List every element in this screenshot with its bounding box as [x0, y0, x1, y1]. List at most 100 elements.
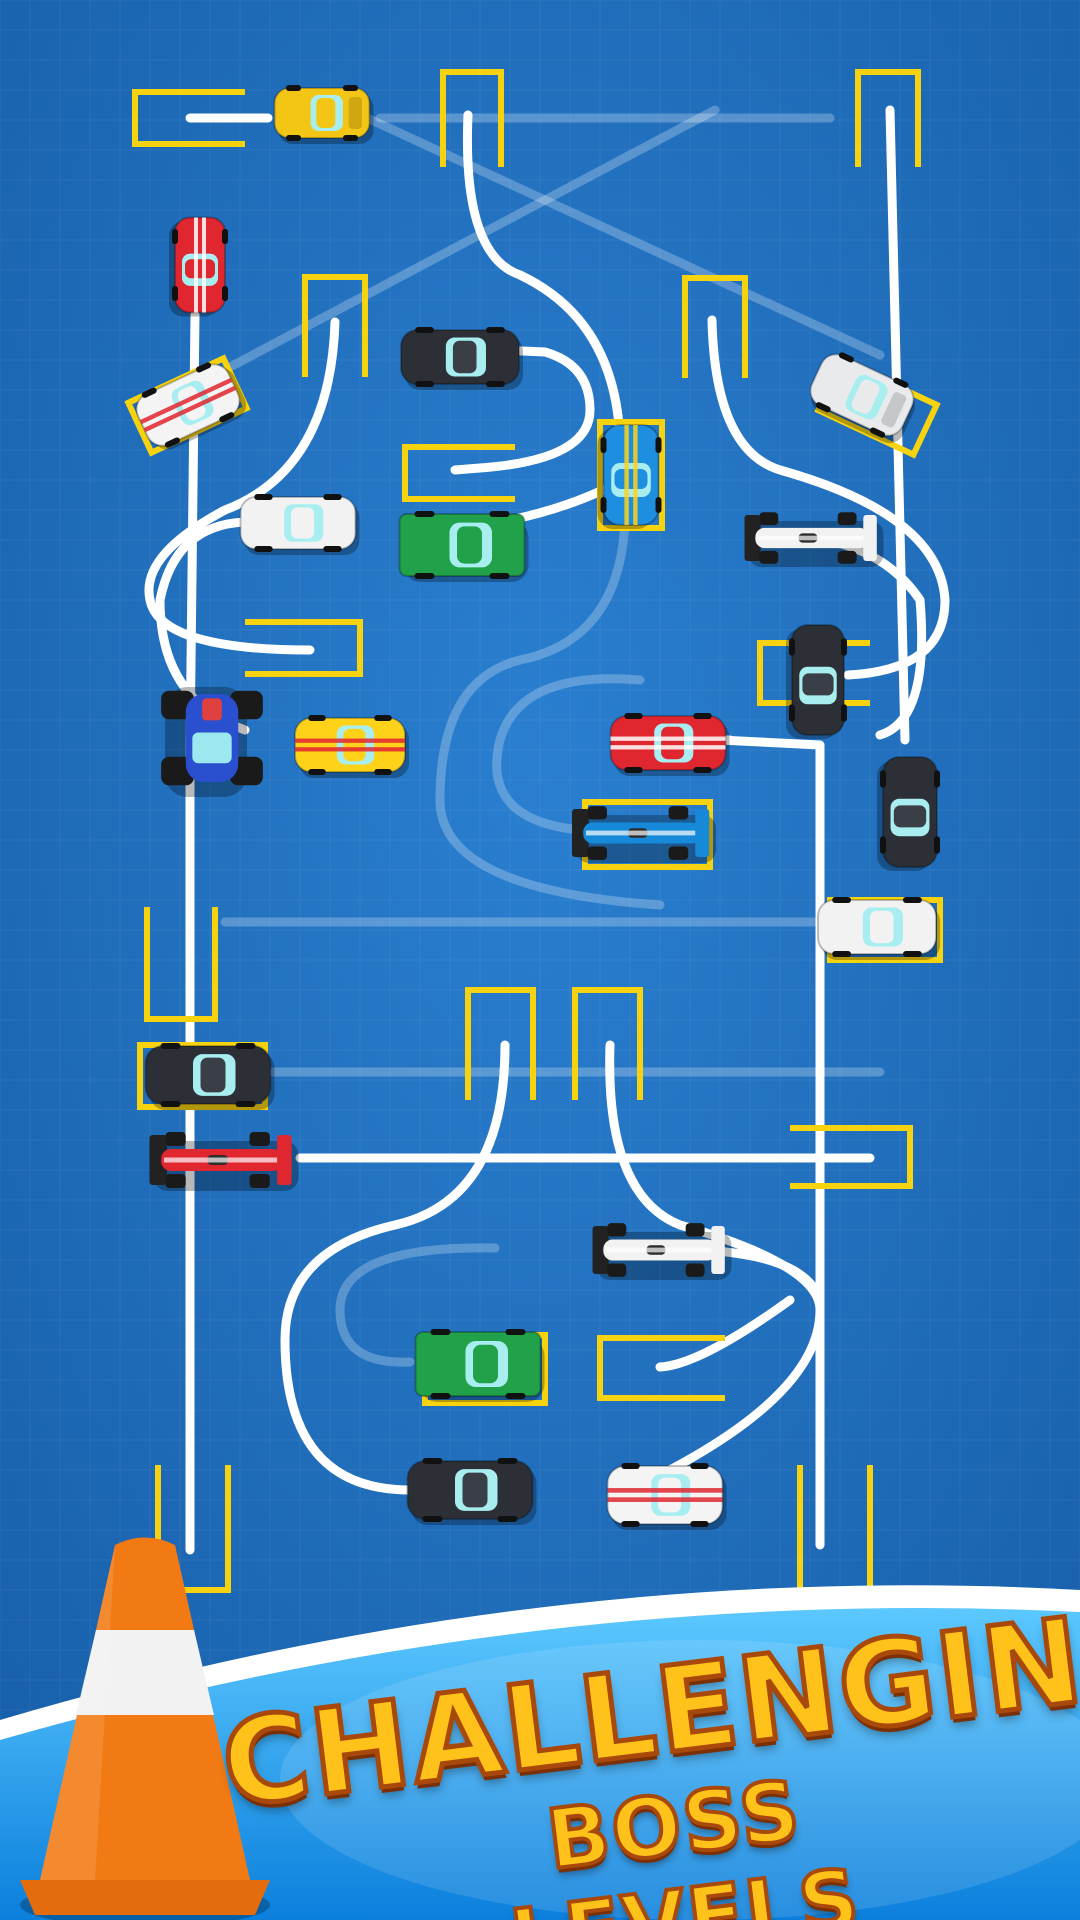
hood [881, 392, 907, 428]
stripe [610, 745, 726, 750]
wheel [600, 497, 607, 513]
path [144, 317, 340, 655]
wheel [759, 550, 779, 564]
path [280, 1040, 510, 1495]
car-sports-white[interactable] [606, 1463, 727, 1530]
wheel [789, 704, 795, 722]
wheel [415, 381, 435, 387]
wheel [430, 1393, 451, 1399]
wheel [832, 897, 852, 903]
car-rally-blue[interactable] [597, 424, 662, 529]
wheel [668, 806, 689, 820]
wheel [902, 897, 922, 903]
wheel [685, 1223, 705, 1237]
hood [348, 97, 362, 129]
wheel [430, 1329, 451, 1335]
car-sedan-white-2[interactable] [817, 897, 940, 960]
stripe [202, 217, 206, 313]
wheel [685, 1263, 705, 1277]
front-wing [711, 1226, 725, 1274]
car-sedan-black-5[interactable] [406, 1458, 537, 1525]
roof [893, 805, 927, 828]
car-sedan-black-2[interactable] [786, 624, 847, 739]
car-sedan-black-3[interactable] [877, 756, 940, 871]
wheel [624, 713, 643, 719]
wheel [815, 402, 831, 413]
wheel [693, 713, 712, 719]
wheel [161, 756, 194, 786]
stripe [633, 425, 638, 525]
roof [462, 1472, 488, 1508]
faint-path [492, 674, 645, 835]
wheel [587, 806, 607, 820]
car-jeep-green-1[interactable] [398, 511, 529, 582]
wheel [308, 715, 326, 721]
wheel [655, 437, 662, 453]
stripe [194, 217, 198, 313]
wheel [832, 951, 852, 957]
wheel [414, 511, 435, 517]
faint-path [345, 105, 885, 360]
parking-slot [245, 619, 363, 677]
wheel [621, 1463, 640, 1469]
roof [343, 728, 366, 762]
wheel [230, 756, 263, 786]
parking-slot [790, 1125, 913, 1189]
wheel [219, 412, 235, 423]
cone-stripe [76, 1630, 214, 1715]
wheel [841, 704, 847, 722]
banner-sky [0, 1607, 1080, 1920]
rear-wing [572, 809, 589, 857]
wheel [222, 285, 228, 302]
car-sedan-black-4[interactable] [144, 1043, 275, 1110]
wheel [837, 550, 857, 564]
stripe [295, 747, 405, 752]
car-monster-truck[interactable] [161, 687, 263, 797]
wheel [422, 1516, 443, 1522]
roof [452, 340, 477, 374]
banner-glow [280, 1640, 1080, 1920]
wheel [222, 228, 228, 245]
wheel [690, 1463, 709, 1469]
car-rally-white-left[interactable] [130, 355, 251, 457]
car-muscle-red-left[interactable] [169, 216, 228, 317]
car-f1-blue[interactable] [572, 806, 716, 863]
roof [200, 1057, 226, 1093]
stripe [624, 425, 629, 525]
car-sedan-black-1[interactable] [400, 327, 523, 390]
wheel [141, 387, 157, 398]
wheel [323, 494, 342, 500]
wheel [759, 512, 779, 526]
wheel [285, 135, 302, 141]
roof [185, 259, 215, 279]
car-sports-yellow[interactable] [294, 715, 409, 778]
wheel [497, 1516, 518, 1522]
wheel [254, 494, 273, 500]
wheel [607, 1223, 627, 1237]
car-f1-white-2[interactable] [592, 1223, 732, 1280]
path [655, 1295, 795, 1372]
car-jeep-green-2[interactable] [414, 1329, 545, 1402]
car-muscle-red-2[interactable] [609, 713, 730, 776]
wheel [880, 770, 886, 788]
car-delorean[interactable] [803, 346, 924, 448]
wheel [587, 846, 607, 860]
car-sedan-white-1[interactable] [239, 494, 360, 555]
faint-path [435, 515, 665, 910]
roof [473, 1344, 498, 1384]
wheel [323, 546, 342, 552]
wheel [254, 546, 273, 552]
car-taxi-top[interactable] [273, 85, 374, 144]
wheel [160, 1101, 181, 1107]
stripe [607, 1488, 723, 1493]
wheel [485, 381, 505, 387]
car-f1-white-1[interactable] [744, 512, 884, 567]
roof [316, 98, 336, 128]
windshield [192, 732, 232, 764]
car-f1-red[interactable] [149, 1132, 299, 1191]
parking-slot [440, 69, 504, 167]
wheel [160, 1043, 181, 1049]
wheel [489, 511, 510, 517]
